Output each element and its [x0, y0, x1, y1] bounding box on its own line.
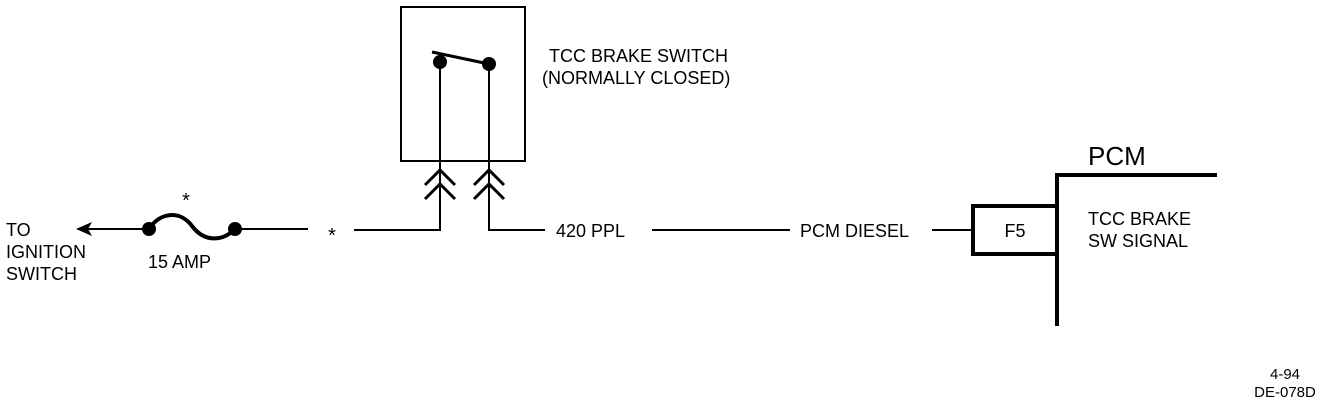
fuse-marker: * — [182, 190, 190, 212]
circuit-wire-label: 420 PPL — [556, 221, 625, 241]
fuse-rating: 15 AMP — [148, 252, 211, 272]
footer-code: DE-078D — [1254, 384, 1316, 401]
switch-title-line2: (NORMALLY CLOSED) — [542, 68, 730, 88]
pcm-signal-line2: SW SIGNAL — [1088, 231, 1188, 251]
switch-contacts — [431, 50, 496, 180]
pcm-pin-box — [971, 204, 1059, 256]
footer-date: 4-94 — [1270, 366, 1300, 383]
fuse-symbol — [142, 213, 242, 241]
arrow-left-icon — [76, 222, 148, 236]
pcm-pin-label: F5 — [1004, 221, 1025, 241]
pcm-boundary — [1055, 173, 1217, 326]
source-label-line2: IGNITION — [6, 242, 86, 262]
wire-switch-out — [488, 180, 545, 231]
switch-housing — [400, 6, 526, 162]
wire-marker: * — [328, 225, 336, 247]
connector-left-icon — [423, 167, 457, 201]
wire-to-switch-left — [354, 180, 441, 231]
circuit-destination-label: PCM DIESEL — [800, 221, 909, 241]
pcm-signal-line1: TCC BRAKE — [1088, 209, 1191, 229]
source-label-line1: TO — [6, 220, 31, 240]
source-label-line3: SWITCH — [6, 264, 77, 284]
switch-title-line1: TCC BRAKE SWITCH — [549, 46, 728, 66]
pcm-title: PCM — [1088, 141, 1146, 171]
